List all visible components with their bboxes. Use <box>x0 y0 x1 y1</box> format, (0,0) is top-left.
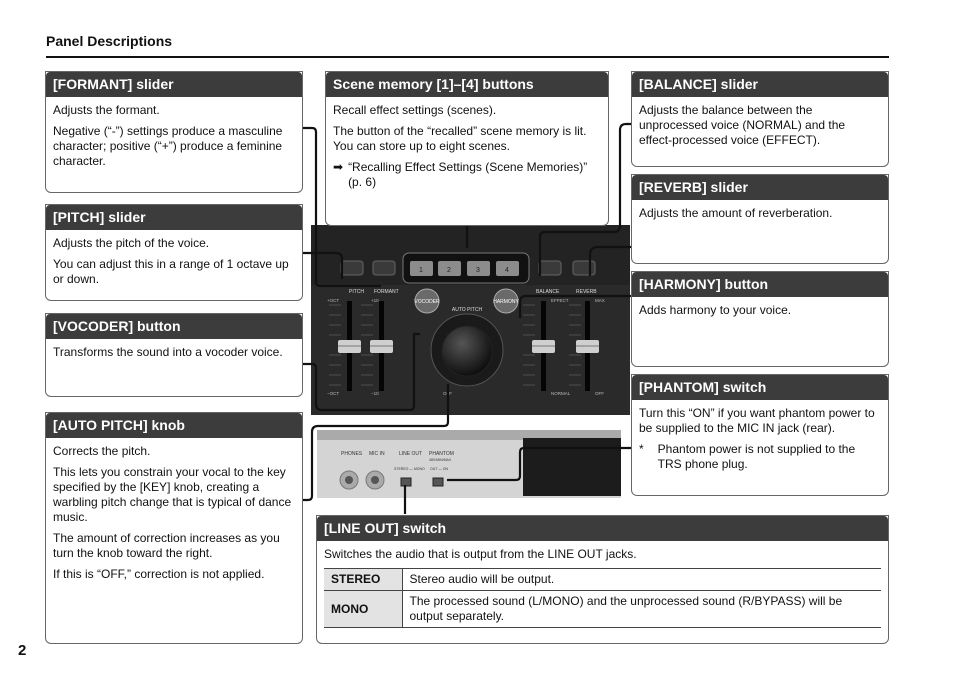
phantom-note: Phantom power is not supplied to the TRS… <box>657 442 856 471</box>
rear-panel-illustration: PHONES MIC IN LINE OUT PHANTOM 48V/MIN/M… <box>317 430 621 498</box>
formant-slider-cap[interactable] <box>370 340 393 353</box>
balance-slider-title: [BALANCE] slider <box>632 72 888 97</box>
panel-drawing: 1 2 3 4 PITCH FORMANT BALANCE REVERB +OC… <box>311 225 630 415</box>
reverb-desc-1: Adjusts the amount of reverberation. <box>639 206 833 220</box>
svg-text:3: 3 <box>476 267 480 274</box>
harmony-button-drawing[interactable]: HARMONY <box>493 288 519 314</box>
svg-text:AUTO PITCH: AUTO PITCH <box>452 307 483 313</box>
svg-text:MIC IN: MIC IN <box>369 451 385 457</box>
svg-text:4: 4 <box>505 267 509 274</box>
vocoder-button-drawing[interactable]: VOCODER <box>414 288 440 314</box>
phantom-desc-1: Turn this “ON” if you want phantom power… <box>639 406 875 435</box>
harmony-button-title: [HARMONY] button <box>632 272 888 297</box>
autopitch-desc-3: The amount of correction increases as yo… <box>53 531 280 560</box>
vocoder-button-box: [VOCODER] button Transforms the sound in… <box>45 313 303 397</box>
pitch-slider-cap[interactable] <box>338 340 361 353</box>
svg-text:1: 1 <box>419 267 423 274</box>
table-row: STEREO Stereo audio will be output. <box>324 568 881 591</box>
svg-text:MAX: MAX <box>595 298 605 303</box>
svg-text:−10: −10 <box>371 391 379 396</box>
svg-text:NORMAL: NORMAL <box>551 391 571 396</box>
scene-memory-title: Scene memory [1]–[4] buttons <box>326 72 608 97</box>
phantom-switch-box: [PHANTOM] switch Turn this “ON” if you w… <box>631 374 889 496</box>
svg-text:EFFECT: EFFECT <box>551 298 569 303</box>
table-row: MONO The processed sound (L/MONO) and th… <box>324 590 881 628</box>
reference-arrow-icon: ➡ <box>333 160 344 174</box>
scene-button-2[interactable]: 2 <box>438 261 461 276</box>
lineout-table: STEREO Stereo audio will be output. MONO… <box>324 568 881 628</box>
scene-button-3[interactable]: 3 <box>467 261 490 276</box>
phantom-switch-drawing[interactable] <box>432 477 444 487</box>
auto-pitch-knob-box: [AUTO PITCH] knob Corrects the pitch. Th… <box>45 412 303 644</box>
scene-reference: “Recalling Effect Settings (Scene Memori… <box>348 160 588 189</box>
autopitch-desc-2: This lets you constrain your vocal to th… <box>53 465 292 524</box>
page-title: Panel Descriptions <box>46 33 173 49</box>
table-cell-value: Stereo audio will be output. <box>402 568 881 591</box>
pitch-desc-2: You can adjust this in a range of 1 octa… <box>53 257 289 286</box>
autopitch-desc-1: Corrects the pitch. <box>53 444 151 458</box>
scene-desc-1: Recall effect settings (scenes). <box>333 103 497 117</box>
svg-text:LINE OUT: LINE OUT <box>399 451 422 457</box>
pitch-desc-1: Adjusts the pitch of the voice. <box>53 236 210 250</box>
harmony-button-box: [HARMONY] button Adds harmony to your vo… <box>631 271 889 367</box>
title-rule <box>46 56 889 58</box>
harmony-desc-1: Adds harmony to your voice. <box>639 303 792 317</box>
svg-text:OFF: OFF <box>443 391 452 396</box>
svg-text:OFF: OFF <box>595 391 604 396</box>
svg-text:HARMONY: HARMONY <box>493 299 519 305</box>
svg-text:+OCT: +OCT <box>327 298 339 303</box>
svg-text:PITCH: PITCH <box>349 289 364 295</box>
table-cell-key: MONO <box>324 590 403 628</box>
scene-button-1[interactable]: 1 <box>410 261 433 276</box>
svg-text:OUT — ON: OUT — ON <box>430 467 448 471</box>
formant-slider-title: [FORMANT] slider <box>46 72 302 97</box>
svg-text:2: 2 <box>447 267 451 274</box>
phantom-switch-title: [PHANTOM] switch <box>632 375 888 400</box>
formant-desc-2: Negative (“-”) settings produce a mascul… <box>53 124 283 168</box>
page-number: 2 <box>18 642 27 659</box>
reverb-slider-cap[interactable] <box>576 340 599 353</box>
vocoder-desc-1: Transforms the sound into a vocoder voic… <box>53 345 283 359</box>
balance-slider-cap[interactable] <box>532 340 555 353</box>
table-cell-key: STEREO <box>324 568 403 591</box>
scene-desc-2: The button of the “recalled” scene memor… <box>333 124 587 153</box>
auto-pitch-knob-drawing[interactable] <box>441 325 493 377</box>
balance-slider-box: [BALANCE] slider Adjusts the balance bet… <box>631 71 889 167</box>
autopitch-desc-4: If this is “OFF,” correction is not appl… <box>53 567 265 581</box>
vocoder-button-title: [VOCODER] button <box>46 314 302 339</box>
line-out-switch-drawing[interactable] <box>400 477 412 487</box>
lineout-desc-1: Switches the audio that is output from t… <box>324 547 637 561</box>
formant-desc-1: Adjusts the formant. <box>53 103 160 117</box>
svg-text:REVERB: REVERB <box>576 289 597 295</box>
scene-memory-box: Scene memory [1]–[4] buttons Recall effe… <box>325 71 609 226</box>
svg-text:−OCT: −OCT <box>327 391 339 396</box>
balance-desc-1: Adjusts the balance between the unproces… <box>639 103 846 147</box>
svg-text:BALANCE: BALANCE <box>536 289 560 295</box>
scene-button-4[interactable]: 4 <box>496 261 519 276</box>
reverb-slider-title: [REVERB] slider <box>632 175 888 200</box>
table-cell-value: The processed sound (L/MONO) and the unp… <box>402 590 881 628</box>
line-out-switch-box: [LINE OUT] switch Switches the audio tha… <box>316 515 889 644</box>
rear-panel-drawing: PHONES MIC IN LINE OUT PHANTOM 48V/MIN/M… <box>317 430 621 498</box>
svg-text:PHANTOM: PHANTOM <box>429 451 454 457</box>
svg-text:VOCODER: VOCODER <box>414 299 440 305</box>
svg-text:PHONES: PHONES <box>341 451 363 457</box>
reverb-slider-box: [REVERB] slider Adjusts the amount of re… <box>631 174 889 264</box>
svg-text:FORMANT: FORMANT <box>374 289 399 295</box>
svg-text:+10: +10 <box>371 298 379 303</box>
svg-text:48V/MIN/MAX: 48V/MIN/MAX <box>429 458 452 462</box>
pitch-slider-title: [PITCH] slider <box>46 205 302 230</box>
line-out-switch-title: [LINE OUT] switch <box>317 516 888 541</box>
note-mark: * <box>639 442 644 456</box>
svg-text:STEREO — MONO: STEREO — MONO <box>394 467 425 471</box>
formant-slider-box: [FORMANT] slider Adjusts the formant. Ne… <box>45 71 303 193</box>
auto-pitch-knob-title: [AUTO PITCH] knob <box>46 413 302 438</box>
panel-illustration: 1 2 3 4 PITCH FORMANT BALANCE REVERB +OC… <box>311 225 630 415</box>
pitch-slider-box: [PITCH] slider Adjusts the pitch of the … <box>45 204 303 301</box>
